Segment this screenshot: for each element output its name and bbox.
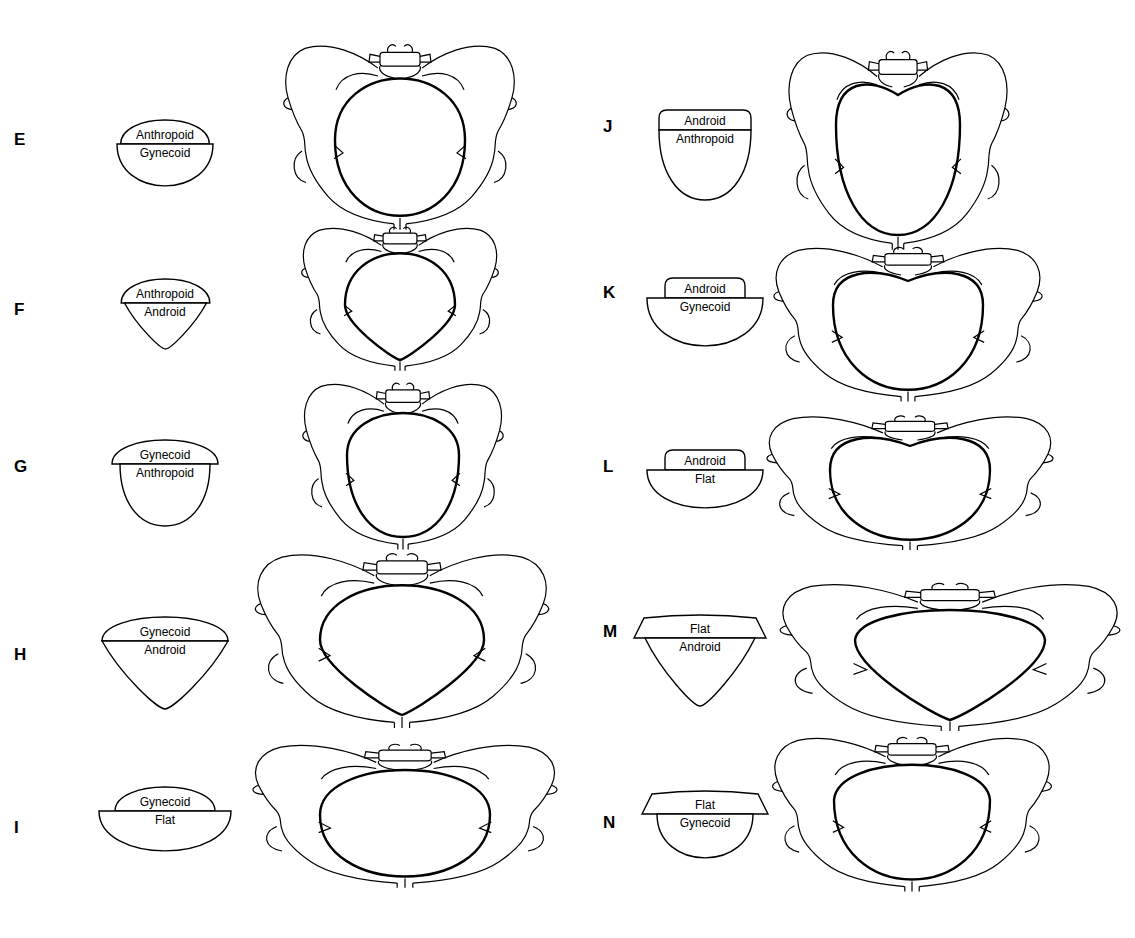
shape-label: Gynecoid <box>140 796 191 809</box>
shape-label: Android <box>144 306 185 319</box>
shape-half <box>102 641 228 709</box>
pelvis-drawing <box>284 45 516 230</box>
panel-letter: I <box>14 818 19 838</box>
shape-label: Android <box>144 644 185 657</box>
pelvis-shape-icon: AndroidGynecoid <box>645 276 765 350</box>
panel-letter: L <box>603 457 613 477</box>
shape-half <box>665 450 745 470</box>
pelvis-shape-icon: GynecoidFlat <box>97 785 233 855</box>
shape-half <box>121 279 210 303</box>
shape-half <box>657 814 753 858</box>
shape-label: Gynecoid <box>140 626 191 639</box>
pelvis-drawing <box>773 737 1052 891</box>
shape-half <box>665 278 745 298</box>
shape-half <box>647 298 763 346</box>
pelvis-shape-icon: FlatGynecoid <box>640 788 770 862</box>
pelvis-drawing <box>767 416 1053 550</box>
shape-half <box>102 617 228 641</box>
pelvis-drawing <box>253 744 557 887</box>
pelvis-shape-icon: GynecoidAndroid <box>100 615 230 713</box>
shape-label: Android <box>684 455 725 468</box>
shape-label: Flat <box>695 799 715 812</box>
pelvis-drawing <box>303 383 503 549</box>
panel-letter: H <box>14 645 26 665</box>
pelvis-shape-icon: AnthropoidAndroid <box>119 277 212 353</box>
panel-letter: M <box>603 622 617 642</box>
shape-label: Android <box>684 115 725 128</box>
panel-letter: J <box>603 117 612 137</box>
panel-letter: G <box>14 457 27 477</box>
shape-label: Flat <box>690 623 710 636</box>
shape-half <box>645 638 755 706</box>
pelvis-shape-icon: GynecoidAnthropoid <box>110 438 220 530</box>
shape-half <box>634 615 766 638</box>
shape-half <box>120 464 210 526</box>
shape-label: Anthropoid <box>136 467 194 480</box>
shape-half <box>642 791 768 814</box>
panel-letter: E <box>14 130 25 150</box>
panel-letter: K <box>603 283 615 303</box>
shape-half <box>659 110 751 130</box>
pelvis-shape-icon: AndroidFlat <box>645 448 765 512</box>
shape-half <box>112 440 218 464</box>
panel-letter: N <box>603 813 615 833</box>
pelvis-shape-icon: FlatAndroid <box>632 612 768 710</box>
shape-label: Gynecoid <box>140 449 191 462</box>
shape-label: Gynecoid <box>680 301 731 314</box>
shape-label: Flat <box>695 473 715 486</box>
shape-label: Gynecoid <box>140 147 191 160</box>
shape-half <box>117 144 213 186</box>
shape-label: Android <box>679 641 720 654</box>
pelvis-drawing <box>255 554 548 728</box>
shape-label: Android <box>684 283 725 296</box>
shape-label: Gynecoid <box>680 817 731 830</box>
shape-label: Anthropoid <box>136 288 194 301</box>
pelvis-drawing <box>780 584 1120 731</box>
pelvis-shape-icon: AndroidAnthropoid <box>657 108 753 204</box>
shape-label: Flat <box>155 814 175 827</box>
pelvis-drawing <box>787 51 1009 249</box>
shape-half <box>124 303 206 349</box>
shape-half <box>115 787 215 811</box>
shape-half <box>659 130 751 200</box>
pelvis-shape-icon: AnthropoidGynecoid <box>115 118 215 190</box>
pelvis-drawing <box>302 227 499 370</box>
shape-half <box>99 811 231 851</box>
pelvis-drawing <box>774 247 1042 401</box>
shape-half <box>121 120 210 144</box>
panel-letter: F <box>14 300 24 320</box>
shape-label: Anthropoid <box>676 133 734 146</box>
shape-label: Anthropoid <box>136 129 194 142</box>
shape-half <box>647 470 763 508</box>
